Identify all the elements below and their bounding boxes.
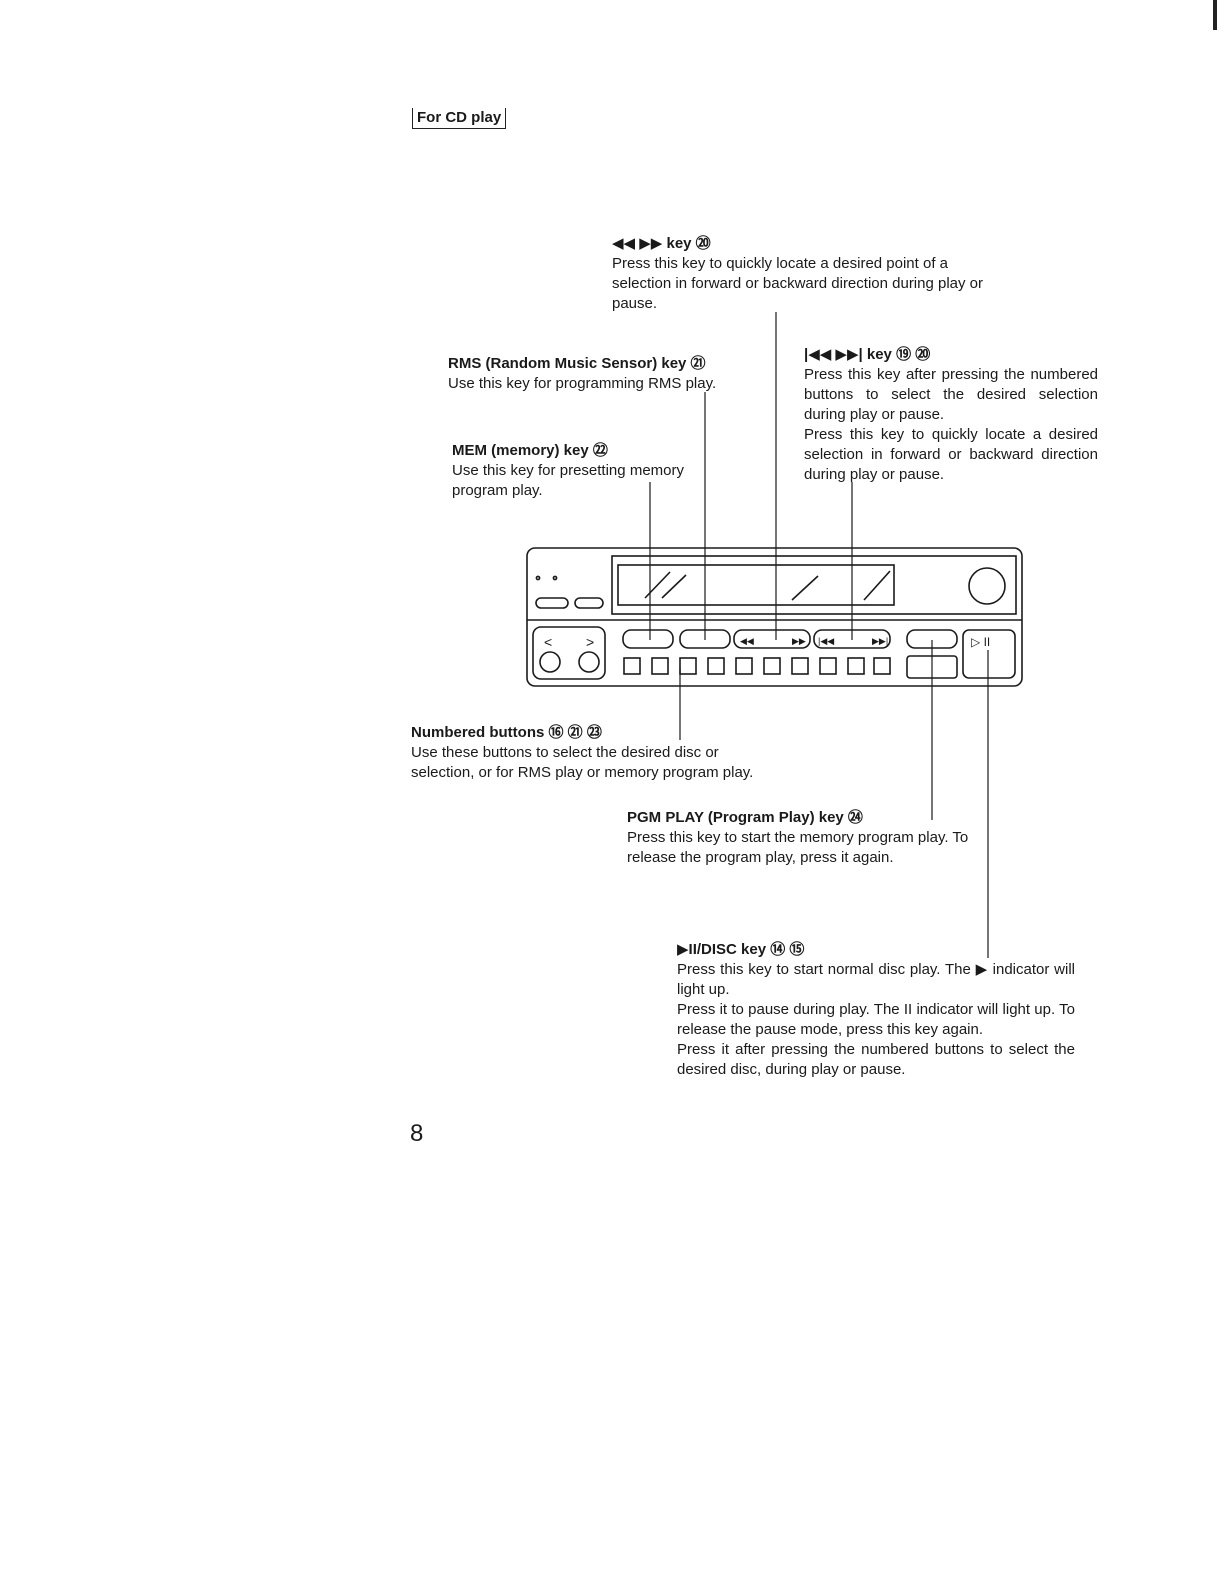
callout-pgm-play-key: PGM PLAY (Program Play) key ㉔ Press this… [627,808,969,868]
num-button-9 [847,657,865,675]
page-number: 8 [410,1120,424,1147]
callout-disc-key-title: ▶II/DISC key ⑭ ⑮ [677,941,805,958]
section-tag: For CD play [412,108,507,129]
num-button-2 [651,657,669,675]
display-window [617,564,895,606]
callout-disc-key: ▶II/DISC key ⑭ ⑮ Press this key to start… [677,940,1075,1080]
svg-text:▶▶: ▶▶ [792,636,806,646]
volume-knob [968,567,1006,605]
left-arrow-icon: < [544,634,552,650]
search-key [733,629,811,649]
small-button-2 [574,597,604,609]
display-frame [611,555,1017,615]
callout-rms-key-body: Use this key for programming RMS play. [448,375,717,392]
callout-pgm-play-key-body: Press this key to start the memory progr… [627,829,969,866]
callout-search-key-body: Press this key to quickly locate a desir… [612,255,984,312]
num-button-6 [763,657,781,675]
num-button-8 [819,657,837,675]
num-button-10 [873,657,891,675]
pad-circle-right [578,651,600,673]
svg-text:◀◀: ◀◀ [740,636,754,646]
num-button-7 [791,657,809,675]
callout-rms-key: RMS (Random Music Sensor) key ㉑ Use this… [448,354,740,394]
device-chassis [526,547,1023,687]
num-button-3 [679,657,697,675]
callout-skip-key: |◀◀ ▶▶| key ⑲ ⑳ Press this key after pre… [804,345,1098,485]
callout-disc-key-body-2: Press it to pause during play. The II in… [677,1001,1075,1038]
callout-mem-key-title: MEM (memory) key ㉒ [452,442,608,459]
right-arrow-icon: > [586,634,594,650]
mem-key [622,629,674,649]
svg-text:▷ II: ▷ II [971,635,990,649]
callout-search-key-title: ◀◀ ▶▶ key ⑳ [612,235,711,252]
svg-text:▶▶|: ▶▶| [872,636,888,646]
callout-skip-key-body-2: Press this key to quickly locate a desir… [804,426,1098,483]
indicator-dot-2 [552,575,558,581]
callout-skip-key-title: |◀◀ ▶▶| key ⑲ ⑳ [804,346,931,363]
small-button-1 [535,597,569,609]
svg-text:|◀◀: |◀◀ [818,636,834,646]
num-button-5 [735,657,753,675]
pad-circle-left [539,651,561,673]
callout-rms-key-title: RMS (Random Music Sensor) key ㉑ [448,355,706,372]
callout-disc-key-body-1: Press this key to start normal disc play… [677,961,1075,998]
callout-skip-key-body-1: Press this key after pressing the number… [804,366,1098,423]
callout-disc-key-body-3: Press it after pressing the numbered but… [677,1041,1075,1078]
callout-mem-key-body: Use this key for presetting memory progr… [452,462,684,499]
play-pause-disc-key [962,629,1016,679]
indicator-dot-1 [535,575,541,581]
callout-numbered-buttons: Numbered buttons ⑯ ㉑ ㉓ Use these buttons… [411,723,771,783]
callout-mem-key: MEM (memory) key ㉒ Use this key for pres… [452,441,684,501]
tuning-pad [532,626,606,680]
scan-edge-mark [1213,0,1217,30]
callout-numbered-buttons-title: Numbered buttons ⑯ ㉑ ㉓ [411,724,602,741]
callout-search-key: ◀◀ ▶▶ key ⑳ Press this key to quickly lo… [612,234,992,314]
num-button-1 [623,657,641,675]
callout-pgm-play-key-title: PGM PLAY (Program Play) key ㉔ [627,809,863,826]
callout-numbered-buttons-body: Use these buttons to select the desired … [411,744,754,781]
num-button-4 [707,657,725,675]
